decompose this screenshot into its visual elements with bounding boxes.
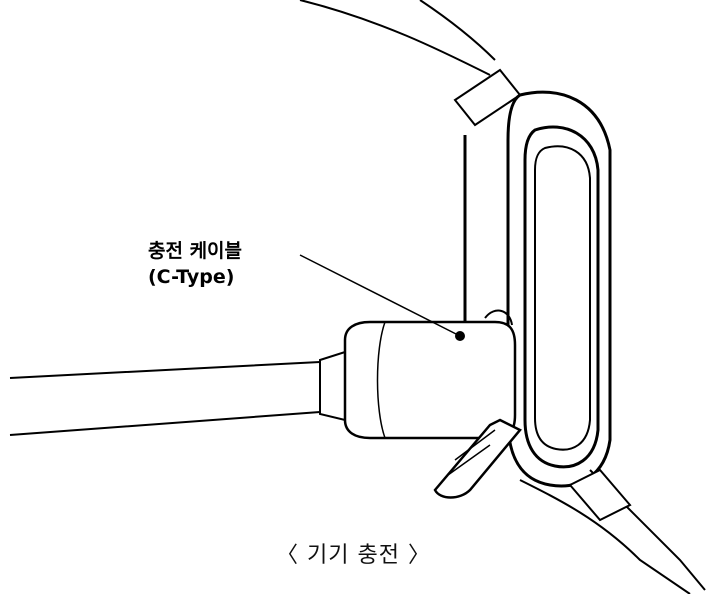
connector-port-flange (484, 309, 513, 326)
label-line-type: (C-Type) (148, 266, 235, 288)
device-pod-inner (523, 125, 600, 469)
connector-housing-edge (376, 321, 386, 439)
port-cover-detail (447, 429, 496, 476)
callout-leader-line (299, 254, 461, 337)
neckband-outer-edge (299, 0, 491, 76)
device-pod-button (534, 145, 591, 451)
cable-strain-relief (319, 350, 346, 422)
neckband-outer-edge-lower (419, 0, 496, 61)
charging-cable-label: 충전 케이블 (C-Type) (148, 238, 242, 290)
neckband-lower (519, 479, 691, 594)
figure-caption: 〈 기기 충전 〉 (276, 543, 431, 568)
neckband-joint-bottom (568, 468, 632, 522)
label-line-cable: 충전 케이블 (148, 240, 243, 262)
cable-wire (9, 361, 321, 436)
port-cover-flap (433, 418, 522, 499)
connector-housing (343, 320, 517, 440)
device-pod (506, 90, 612, 488)
